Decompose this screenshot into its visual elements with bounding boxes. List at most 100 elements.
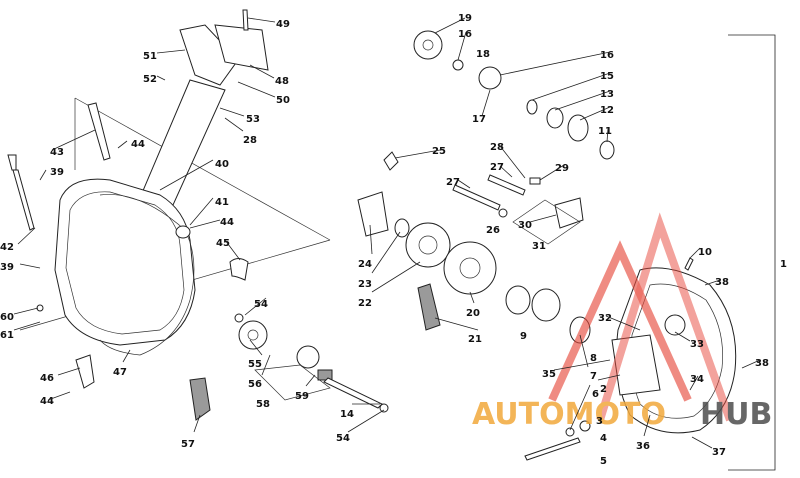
left-housing-assembly bbox=[7, 9, 389, 421]
leader-line bbox=[347, 409, 385, 433]
callout-label: 21 bbox=[468, 334, 482, 345]
callout-label: 58 bbox=[256, 399, 270, 410]
leader-line bbox=[606, 127, 609, 143]
leader-line bbox=[122, 349, 131, 363]
callout-label: 4 bbox=[600, 433, 607, 444]
callout-label: 26 bbox=[486, 225, 500, 236]
callout-label: 7 bbox=[590, 371, 597, 382]
callout-label: 29 bbox=[555, 163, 569, 174]
watermark-triangle-red-2 bbox=[596, 212, 734, 422]
leader-line bbox=[117, 140, 128, 149]
callout-label: 18 bbox=[476, 49, 490, 60]
leader-line bbox=[741, 359, 761, 369]
leader-line bbox=[691, 436, 713, 449]
callout-label: 40 bbox=[215, 159, 229, 170]
callout-label: 11 bbox=[598, 126, 612, 137]
leader-line bbox=[17, 227, 36, 245]
leader-line bbox=[189, 219, 221, 229]
callout-label: 42 bbox=[0, 242, 14, 253]
callout-label: 39 bbox=[0, 262, 14, 273]
leader-line bbox=[305, 374, 316, 387]
callout-label: 60 bbox=[0, 312, 14, 323]
callout-label: 14 bbox=[340, 409, 354, 420]
callout-label: 49 bbox=[276, 19, 290, 30]
leader-line bbox=[569, 384, 591, 431]
leader-line bbox=[554, 90, 611, 111]
callout-label: 59 bbox=[295, 391, 309, 402]
center-gear-assembly bbox=[357, 30, 615, 344]
leader-line bbox=[499, 145, 526, 179]
callout-label: 20 bbox=[466, 308, 480, 319]
callout-label: 52 bbox=[143, 74, 157, 85]
leader-line bbox=[539, 164, 565, 181]
leader-line bbox=[499, 165, 513, 178]
callout-label: 1 bbox=[780, 259, 787, 270]
leader-line bbox=[51, 129, 96, 151]
callout-label: 61 bbox=[0, 330, 14, 341]
leader-line bbox=[249, 64, 275, 79]
leader-line bbox=[371, 231, 401, 274]
callout-label: 46 bbox=[40, 373, 54, 384]
leader-line bbox=[47, 391, 71, 401]
leader-line bbox=[224, 239, 241, 261]
leader-line bbox=[689, 375, 699, 391]
leader-line bbox=[159, 159, 214, 191]
callout-label: 53 bbox=[246, 114, 260, 125]
callout-label: 43 bbox=[50, 147, 64, 158]
leader-line bbox=[529, 214, 557, 223]
leader-line bbox=[481, 89, 491, 117]
callout-label: 27 bbox=[490, 162, 504, 173]
leader-line bbox=[579, 106, 611, 121]
leader-line bbox=[579, 334, 589, 368]
leader-line bbox=[57, 367, 81, 376]
callout-label: 25 bbox=[432, 146, 446, 157]
leader-line bbox=[597, 374, 621, 381]
leader-line bbox=[261, 354, 271, 376]
leader-line bbox=[224, 117, 244, 132]
callout-label: 24 bbox=[358, 259, 372, 270]
watermark-text-right: HUB bbox=[700, 397, 772, 432]
callout-label: 48 bbox=[275, 76, 289, 87]
leader-line bbox=[643, 414, 651, 437]
leader-line bbox=[249, 339, 263, 356]
callout-label: 35 bbox=[542, 369, 556, 380]
leader-line bbox=[244, 297, 267, 316]
callout-label: 13 bbox=[600, 89, 614, 100]
callout-label: 17 bbox=[472, 114, 486, 125]
callout-label: 19 bbox=[458, 13, 472, 24]
leader-line bbox=[371, 261, 421, 293]
callout-label: 44 bbox=[40, 396, 54, 407]
callout-label: 38 bbox=[715, 277, 729, 288]
callout-label: 51 bbox=[143, 51, 157, 62]
leader-line bbox=[469, 291, 475, 304]
callout-label: 38 bbox=[755, 358, 769, 369]
leader-line bbox=[156, 75, 166, 81]
callout-label: 8 bbox=[590, 353, 597, 364]
leader-line bbox=[704, 279, 721, 286]
leader-line bbox=[434, 317, 479, 331]
callout-label: 44 bbox=[220, 217, 234, 228]
callout-leaders bbox=[13, 17, 761, 449]
callout-label: 36 bbox=[636, 441, 650, 452]
callout-label: 32 bbox=[598, 313, 612, 324]
callout-label: 15 bbox=[600, 71, 614, 82]
callout-label: 33 bbox=[690, 339, 704, 350]
leader-line bbox=[499, 51, 611, 76]
callout-label: 27 bbox=[446, 177, 460, 188]
callout-label: 50 bbox=[276, 95, 290, 106]
callout-label: 34 bbox=[690, 374, 704, 385]
callout-label: 28 bbox=[243, 135, 257, 146]
callout-label: 5 bbox=[600, 456, 607, 467]
leader-line bbox=[13, 307, 39, 315]
callout-label: 12 bbox=[600, 105, 614, 116]
watermark-triangle-red bbox=[548, 240, 692, 402]
callout-label: 57 bbox=[181, 439, 195, 450]
callout-label: 22 bbox=[358, 298, 372, 309]
automotohub-watermark: AUTOMOTO HUB bbox=[472, 212, 772, 432]
leader-line bbox=[237, 81, 276, 98]
leader-line bbox=[457, 179, 471, 189]
callout-label: 39 bbox=[50, 167, 64, 178]
callout-label: 37 bbox=[712, 447, 726, 458]
watermark-text-left: AUTOMOTO bbox=[472, 397, 666, 432]
